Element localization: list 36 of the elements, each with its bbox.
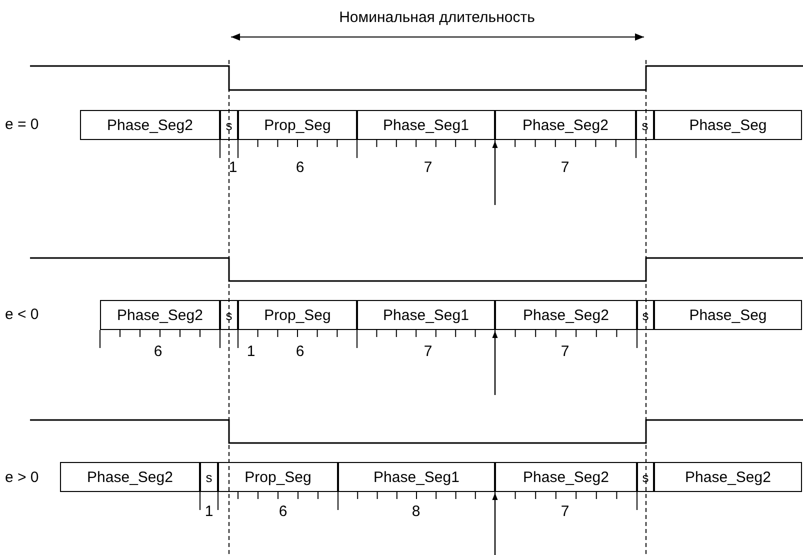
quantum-count: 7 [424,160,432,176]
sample-point-arrow [492,141,498,205]
segment-box: Phase_Seg2 [100,300,220,330]
quantum-count: 6 [296,160,304,176]
segment-box: Phase_Seg1 [338,462,495,492]
segment-box: Phase_Seg2 [80,110,220,140]
sample-point-arrow [492,331,498,395]
segment-box: Phase_Seg1 [357,300,495,330]
quantum-count: 6 [154,344,162,360]
quantum-count: 7 [560,160,570,176]
case-label: e > 0 [5,470,39,486]
dimension-label: Номинальная длительность [339,10,535,26]
quantum-count: 8 [412,504,420,520]
quantum-count: 1 [228,160,238,176]
quantum-count: 1 [246,344,256,360]
segment-box: s [200,462,218,492]
segment-box: Phase_Seg2 [495,300,637,330]
segment-box: Prop_Seg [238,110,357,140]
segment-box: Phase_Seg [654,110,802,140]
quantum-count: 7 [560,504,570,520]
sample-point-arrow [492,493,498,555]
segment-box: Phase_Seg1 [357,110,495,140]
quantum-count: 7 [560,344,570,360]
segment-box: Prop_Seg [218,462,338,492]
case-label: e = 0 [5,117,39,133]
segment-box: Phase_Seg2 [60,462,200,492]
segment-box: Phase_Seg2 [495,110,636,140]
segment-box: Prop_Seg [238,300,357,330]
quantum-count: 1 [204,504,214,520]
segment-box: Phase_Seg2 [495,462,637,492]
case-label: e < 0 [5,307,39,323]
quantum-count: 6 [278,504,288,520]
quantum-count: 6 [296,344,304,360]
segment-box: Phase_Seg [654,300,802,330]
segment-box: Phase_Seg2 [654,462,802,492]
quantum-count: 7 [424,344,432,360]
